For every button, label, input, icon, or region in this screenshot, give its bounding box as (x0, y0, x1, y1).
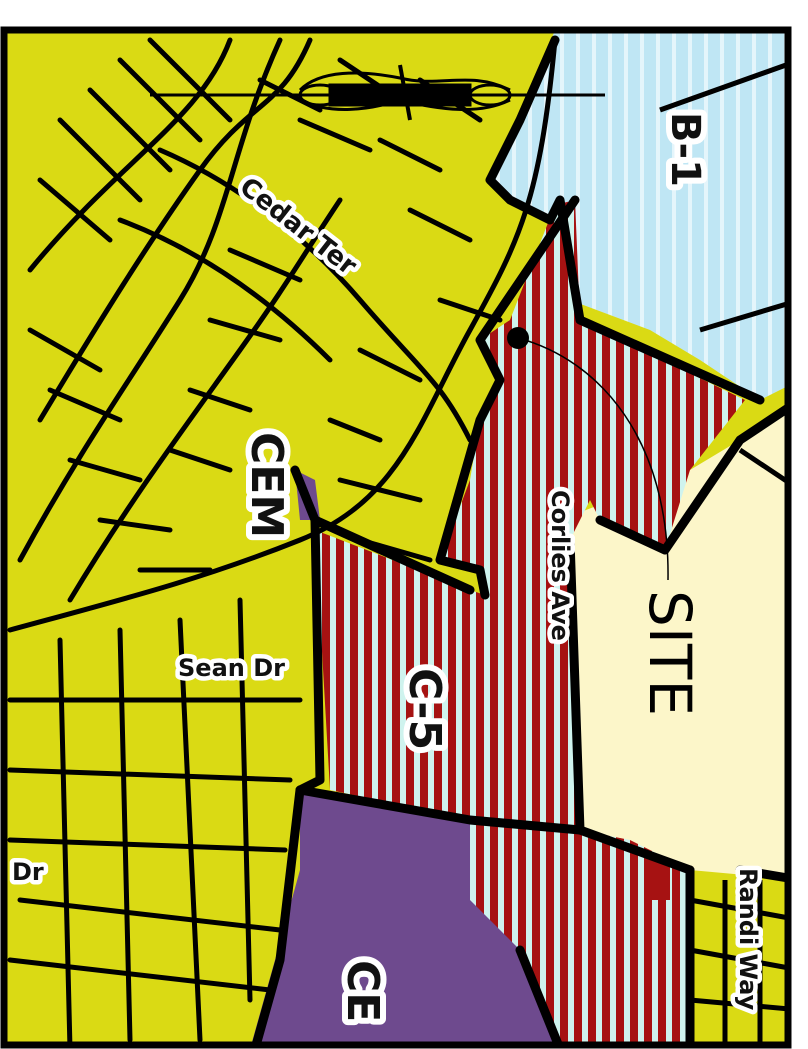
street-label-dr: Dr (12, 858, 44, 886)
red-parcel (648, 860, 670, 900)
zone-label-c5: C-5 (399, 668, 450, 750)
site-marker (507, 327, 669, 581)
north-arrow-icon (150, 64, 605, 121)
street-label-corlies-ave: Corlies Ave (546, 490, 574, 641)
street-label-randi-way: Randi Way (734, 868, 762, 1011)
street-label-sean-dr: Sean Dr (178, 654, 285, 682)
zone-boundaries (251, 35, 788, 1045)
zone-cem-area (251, 790, 559, 1045)
right-lot-lines (659, 61, 788, 1045)
map-frame (0, 26, 792, 1049)
zone-label-b1: B-1 (662, 112, 708, 187)
zone-label-cem: CEM (241, 432, 292, 538)
zone-c5-area (315, 200, 745, 830)
site-label: SITE (636, 590, 704, 716)
zone-label-ce: CE (337, 960, 388, 1022)
site-leader-line (517, 337, 669, 581)
zone-b1-area (490, 30, 788, 400)
parcel-lines (7, 37, 558, 1045)
